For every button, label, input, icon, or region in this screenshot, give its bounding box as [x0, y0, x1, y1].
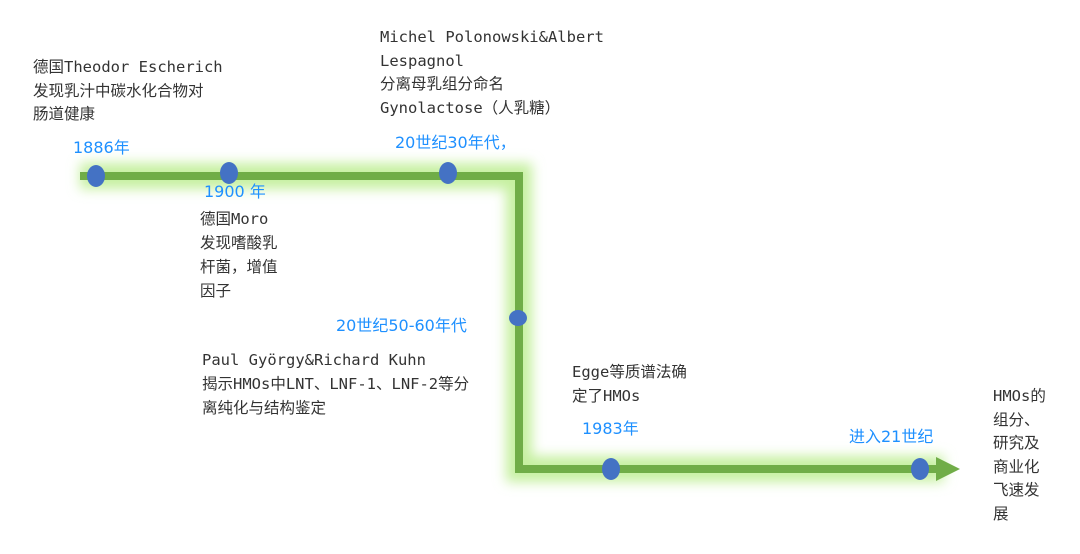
desc-line: 离纯化与结构鉴定 [202, 399, 327, 417]
node-1886 [87, 165, 105, 187]
desc-line: 肠道健康 [33, 105, 96, 123]
event-21st-desc: HMOs的 组分、 研究及 商业化 飞速发 展 [993, 385, 1046, 526]
desc-line: 德国Theodor Escherich [33, 58, 223, 76]
node-1900 [220, 162, 238, 184]
desc-line: Gynolactose（人乳糖） [380, 98, 561, 117]
desc-line: HMOs的 [993, 387, 1046, 405]
timeline-arrow-icon [936, 457, 960, 481]
desc-line: 定了HMOs [572, 386, 641, 405]
event-1886-date: 1886年 [73, 138, 130, 157]
desc-line: 杆菌，增值 [200, 258, 278, 276]
event-1950s-desc: Paul György&Richard Kuhn 揭示HMOs中LNT、LNF-… [202, 348, 469, 420]
desc-line: 因子 [200, 282, 232, 300]
event-1900-date: 1900 年 [204, 182, 266, 201]
event-1900-desc: 德国Moro 发现嗜酸乳 杆菌，增值 因子 [200, 207, 278, 303]
node-1930s [439, 162, 457, 184]
desc-line: 揭示HMOs中LNT、LNF-1、LNF-2等分 [202, 375, 470, 393]
event-1930s-desc: Michel Polonowski&Albert Lespagnol 分离母乳组… [380, 26, 604, 120]
node-1983 [602, 458, 620, 480]
event-1930s-date: 20世纪30年代， [395, 133, 516, 152]
desc-line: 飞速发 [993, 481, 1040, 499]
event-1886-desc: 德国Theodor Escherich 发现乳汁中碳水化合物对 肠道健康 [33, 56, 223, 127]
desc-line: 组分、 [993, 410, 1040, 429]
desc-line: 德国Moro [200, 210, 269, 228]
desc-line: 研究及 [993, 434, 1040, 452]
event-1950s-date: 20世纪50-60年代 [336, 316, 467, 335]
event-1983-desc: Egge等质谱法确 定了HMOs [572, 361, 687, 408]
desc-line: Michel Polonowski&Albert [380, 28, 604, 46]
desc-line: 发现嗜酸乳 [200, 234, 278, 252]
desc-line: 分离母乳组分命名 [380, 75, 505, 93]
desc-line: 展 [993, 504, 1009, 523]
node-21st [911, 458, 929, 480]
event-21st-date: 进入21世纪 [849, 427, 934, 446]
desc-line: 发现乳汁中碳水化合物对 [33, 81, 204, 100]
desc-line: Lespagnol [380, 51, 464, 70]
desc-line: 商业化 [993, 457, 1040, 476]
desc-line: Egge等质谱法确 [572, 363, 687, 381]
event-1983-date: 1983年 [582, 419, 639, 438]
desc-line: Paul György&Richard Kuhn [202, 351, 426, 369]
node-1950s [509, 310, 527, 326]
